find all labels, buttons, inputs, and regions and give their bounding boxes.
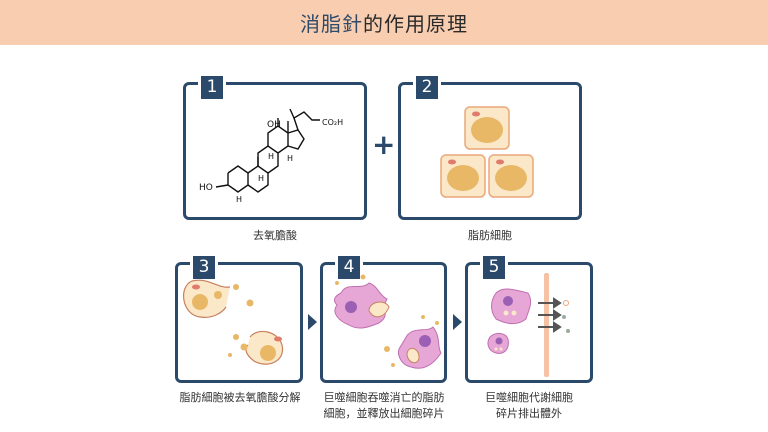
caption-3: 脂肪細胞被去氧膽酸分解 bbox=[179, 391, 301, 404]
fat-cell bbox=[464, 106, 510, 150]
panel-fat-cells: 2 bbox=[398, 73, 582, 220]
caption-5-line-1: 巨噬細胞代謝細胞 bbox=[485, 391, 573, 404]
caption-5-line-2: 碎片排出體外 bbox=[496, 407, 562, 420]
title-rest: 的作用原理 bbox=[363, 12, 468, 36]
caption-4-line-1: 巨噬細胞吞噬消亡的脂肪 bbox=[323, 391, 445, 404]
label-h: H bbox=[258, 174, 264, 183]
header-banner: 消脂針的作用原理 bbox=[0, 0, 768, 45]
panel-macrophage-engulf: 4 bbox=[320, 253, 447, 383]
title-highlight: 消脂針 bbox=[300, 12, 363, 36]
arrow-3-to-4 bbox=[308, 314, 317, 330]
caption-4: 巨噬細胞吞噬消亡的脂肪 細胞，並釋放出細胞碎片 bbox=[310, 390, 458, 422]
excretion-illustration bbox=[487, 273, 570, 377]
panel-fat-cell-breakdown: 3 bbox=[175, 253, 303, 383]
caption-5: 巨噬細胞代謝細胞 碎片排出體外 bbox=[465, 390, 593, 422]
caption-4-line-2: 細胞，並釋放出細胞碎片 bbox=[323, 407, 445, 420]
caption-2: 脂肪細胞 bbox=[468, 229, 512, 242]
label-h: H bbox=[236, 195, 242, 204]
caption-1: 去氧膽酸 bbox=[253, 229, 297, 242]
step-badge-2: 2 bbox=[413, 73, 441, 102]
label-h: H bbox=[268, 152, 274, 161]
arrow-4-to-5 bbox=[453, 314, 462, 330]
fat-cell bbox=[440, 154, 486, 198]
step-badge-5: 5 bbox=[480, 253, 508, 282]
macrophage-illustration bbox=[334, 274, 442, 369]
plus-sign: + bbox=[372, 128, 396, 161]
deoxycholic-acid-structure: OH CO₂H HO H H H H bbox=[199, 108, 343, 204]
excretion-arrows bbox=[538, 297, 562, 333]
label-oh-top: OH bbox=[267, 120, 281, 130]
fat-cell bbox=[488, 154, 534, 198]
fat-cells-illustration bbox=[440, 106, 534, 198]
label-h: H bbox=[287, 154, 293, 163]
page-title: 消脂針的作用原理 bbox=[300, 8, 468, 37]
panel-debris-excretion: 5 bbox=[465, 253, 593, 383]
step-badge-1: 1 bbox=[198, 73, 226, 102]
step-badge-4: 4 bbox=[335, 253, 363, 282]
panel-deoxycholic-acid: 1 OH CO₂H HO H H H H bbox=[183, 73, 367, 220]
breakdown-illustration bbox=[183, 279, 284, 365]
label-co2h: CO₂H bbox=[322, 118, 343, 127]
label-ho: HO bbox=[199, 183, 213, 193]
